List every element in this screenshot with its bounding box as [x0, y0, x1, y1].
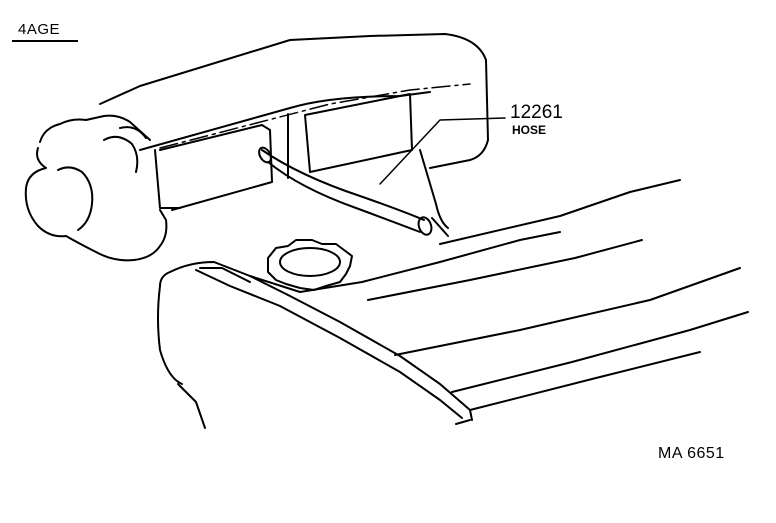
figure-id-label: MA 6651 [658, 445, 725, 462]
callout-leader-line [380, 118, 505, 184]
cylinder-head-cover [158, 180, 748, 428]
breather-hose [257, 146, 448, 237]
engine-code-underline [12, 40, 78, 42]
engine-code-label: 4AGE [18, 21, 61, 38]
part-number-label: 12261 [510, 102, 563, 123]
part-name-label: HOSE [512, 123, 547, 137]
throttle-body [26, 116, 167, 261]
centerline [160, 84, 470, 148]
oil-filler-cap [268, 240, 352, 290]
